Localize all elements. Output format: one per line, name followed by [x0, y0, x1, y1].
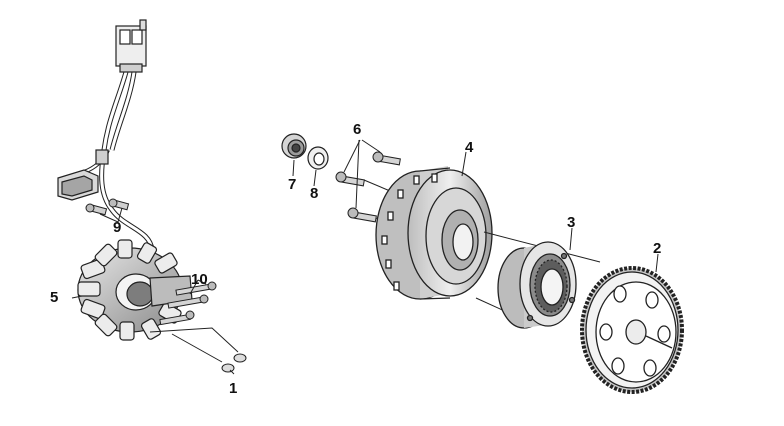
stator [77, 239, 193, 341]
callout-1: 1 [229, 380, 238, 397]
callout-10: 10 [191, 271, 208, 288]
callout-2: 2 [653, 240, 662, 257]
callout-7: 7 [288, 176, 297, 193]
leader-lines [71, 151, 659, 299]
dowel-pins [149, 327, 247, 375]
starter-gear [580, 266, 684, 394]
stator-bolts [159, 279, 217, 326]
flange-nut [281, 133, 307, 159]
flywheel-bolts [335, 139, 405, 229]
callout-6: 6 [353, 121, 362, 138]
starter-clutch [497, 241, 577, 329]
washer [307, 146, 329, 170]
callout-4: 4 [465, 139, 474, 156]
callout-9: 9 [113, 219, 122, 236]
pickup-sensor [57, 149, 109, 201]
callout-5: 5 [50, 289, 59, 306]
wire-connector [115, 19, 147, 73]
flywheel [375, 166, 493, 300]
sensor-bolts [85, 198, 130, 223]
callout-8: 8 [310, 185, 319, 202]
callout-3: 3 [567, 214, 576, 231]
